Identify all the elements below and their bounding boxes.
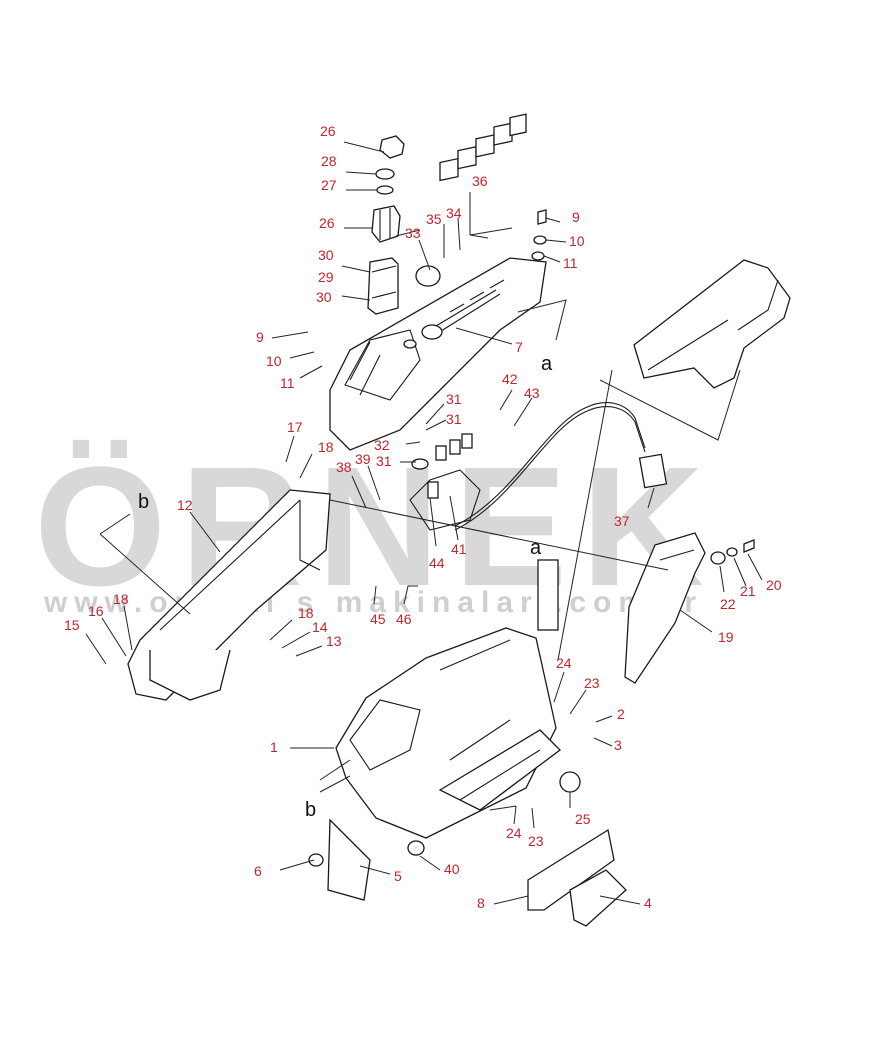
callout-19: 19 (718, 629, 734, 645)
callout-26-mid: 26 (319, 215, 335, 231)
callout-36: 36 (472, 173, 488, 189)
callout-8: 8 (477, 895, 485, 911)
callout-5: 5 (394, 868, 402, 884)
callout-35: 35 (426, 211, 442, 227)
callout-42: 42 (502, 371, 518, 387)
callout-41: 41 (451, 541, 467, 557)
callout-28: 28 (321, 153, 337, 169)
left-side-panel (127, 489, 331, 701)
upper-cover (329, 257, 547, 451)
key-switch-assembly (367, 135, 405, 315)
wiring-harness (409, 402, 668, 531)
armrest (633, 259, 791, 389)
callout-2: 2 (617, 706, 625, 722)
view-letter-b-top: b (138, 491, 149, 513)
callout-34: 34 (446, 205, 462, 221)
callout-11-right: 11 (563, 255, 578, 271)
callout-17: 17 (287, 419, 303, 435)
callout-7: 7 (515, 339, 523, 355)
callout-31-a: 31 (446, 391, 462, 407)
callout-43: 43 (524, 385, 540, 401)
callout-10-left: 10 (266, 353, 282, 369)
callout-11-left: 11 (280, 375, 295, 391)
callout-12: 12 (177, 497, 193, 513)
view-letter-a-top: a (541, 353, 553, 375)
main-frame (308, 559, 581, 901)
callout-21: 21 (740, 583, 756, 599)
callout-23-bottom: 23 (528, 833, 544, 849)
callout-6: 6 (254, 863, 262, 879)
callout-18-mid: 18 (298, 605, 314, 621)
callout-10-right: 10 (569, 233, 585, 249)
callout-23-right: 23 (584, 675, 600, 691)
watermark-url: www.orneki s makinalari.com.tr (43, 586, 703, 619)
callout-46: 46 (396, 611, 412, 627)
switch-row (415, 113, 547, 287)
callout-33: 33 (405, 225, 421, 241)
callout-27: 27 (321, 177, 337, 193)
callout-3: 3 (614, 737, 622, 753)
callout-22: 22 (720, 596, 736, 612)
callout-39: 39 (355, 451, 371, 467)
right-side-cover (624, 532, 755, 684)
callout-38: 38 (336, 459, 352, 475)
bottom-plates (527, 828, 627, 927)
callout-25: 25 (575, 811, 591, 827)
callout-labels: 26 28 27 26 30 29 30 9 10 11 33 35 34 36… (64, 123, 782, 911)
callout-24-bottom: 24 (506, 825, 522, 841)
callout-31-c: 31 (376, 453, 392, 469)
callout-37: 37 (614, 513, 630, 529)
callout-31-b: 31 (446, 411, 462, 427)
callout-30-top: 30 (318, 247, 334, 263)
callout-15: 15 (64, 617, 80, 633)
callout-1: 1 (270, 739, 278, 755)
callout-16: 16 (88, 603, 104, 619)
callout-29: 29 (318, 269, 334, 285)
callout-18-top: 18 (318, 439, 334, 455)
callout-44: 44 (429, 555, 445, 571)
callout-4: 4 (644, 895, 652, 911)
view-letter-b-bottom: b (305, 799, 316, 821)
watermark-brand: ÖRNEK (34, 432, 718, 622)
callout-9-left: 9 (256, 329, 264, 345)
callout-18-left: 18 (113, 591, 129, 607)
callout-45: 45 (370, 611, 386, 627)
callout-24-right: 24 (556, 655, 572, 671)
callout-14: 14 (312, 619, 328, 635)
callout-30-bottom: 30 (316, 289, 332, 305)
view-letter-a-bottom: a (530, 537, 542, 559)
callout-26-top: 26 (320, 123, 336, 139)
callout-9-right: 9 (572, 209, 580, 225)
callout-32: 32 (374, 437, 390, 453)
callout-40: 40 (444, 861, 460, 877)
callout-13: 13 (326, 633, 342, 649)
watermark: ÖRNEK www.orneki s makinalari.com.tr (34, 432, 718, 622)
leader-lines (85, 141, 763, 905)
callout-20: 20 (766, 577, 782, 593)
